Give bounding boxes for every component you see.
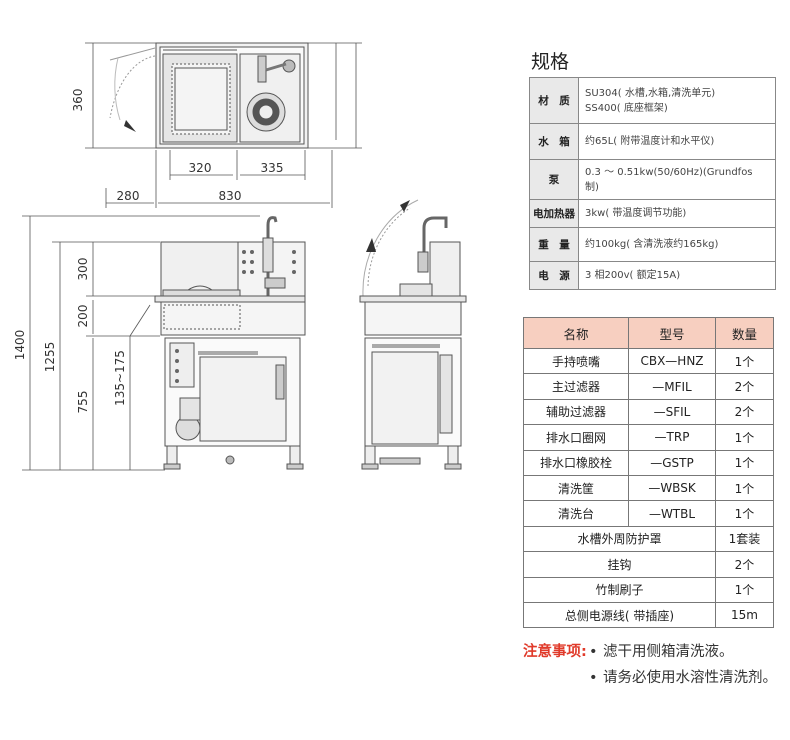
- spec-value-line: SU304( 水槽,水箱,清洗单元): [585, 87, 716, 99]
- table-cell: 1个: [715, 449, 774, 476]
- spec-value: SU304( 水槽,水箱,清洗单元) SS400( 底座框架): [578, 77, 776, 124]
- spec-key: 水 箱: [529, 123, 579, 160]
- spec-row: 电加热器 3kw( 带温度调节功能): [529, 199, 776, 228]
- spec-value: 约100kg( 含清洗液约165kg): [578, 227, 776, 262]
- spec-key: 电 源: [529, 261, 579, 290]
- table-cell: CBX—HNZ: [628, 347, 716, 375]
- table-cell: 手持喷嘴: [523, 347, 629, 375]
- table-cell: 辅助过滤器: [523, 398, 629, 426]
- parts-header-cell: 数量: [715, 317, 774, 349]
- note-item: •滤干用侧箱清洗液。: [589, 644, 734, 660]
- side-view: [359, 199, 467, 470]
- spec-value-line: 0.3 ～ 0.51kw(50/60Hz)(Grundfos: [585, 166, 753, 178]
- top-view: [109, 42, 309, 149]
- spec-value-line: 约65L( 附带温度计和水平仪): [585, 136, 715, 147]
- table-cell: —WBSK: [628, 474, 716, 502]
- parts-header-row: 名称型号数量: [523, 317, 774, 349]
- table-cell: 竹制刷子: [523, 576, 716, 603]
- table-cell: 排水口圈网: [523, 424, 629, 451]
- dim-1255: 1255: [43, 342, 57, 373]
- table-cell: 2个: [715, 398, 774, 426]
- table-cell: 15m: [715, 601, 774, 629]
- dim-300: 300: [76, 258, 90, 281]
- spec-row: 重 量约100kg( 含清洗液约165kg): [529, 227, 776, 262]
- dim-200: 200: [76, 305, 90, 328]
- spec-value-line: SS400( 底座框架): [585, 102, 668, 114]
- table-cell: 2个: [715, 551, 774, 578]
- table-cell: 水槽外周防护罩: [523, 525, 716, 553]
- notes-label: 注意事项:: [523, 644, 587, 660]
- table-cell: 1个: [715, 424, 774, 451]
- spec-value-line: 3 相200v( 额定15A): [585, 270, 681, 281]
- front-view: [154, 216, 306, 470]
- table-cell: 清洗筐: [523, 474, 629, 502]
- table-cell: 挂钩: [523, 551, 716, 578]
- spec-value: 3kw( 带温度调节功能): [578, 199, 776, 228]
- table-cell: —TRP: [628, 424, 716, 451]
- spec-table: 材 质 SU304( 水槽,水箱,清洗单元) SS400( 底座框架) 水 箱约65L…: [529, 77, 776, 290]
- dim-135-175: 135~175: [113, 350, 127, 406]
- spec-row: 水 箱约65L( 附带温度计和水平仪): [529, 123, 776, 160]
- table-cell: 1个: [715, 500, 774, 527]
- dim-1400: 1400: [13, 330, 27, 361]
- spec-value-line: 3kw( 带温度调节功能): [585, 208, 687, 219]
- note-item: •请务必使用水溶性清洗剂。: [589, 670, 777, 686]
- spec-row: 电 源 3 相200v( 额定15A): [529, 261, 776, 290]
- parts-header-cell: 型号: [628, 317, 716, 349]
- dim-335: 335: [261, 161, 284, 175]
- spec-value: 0.3 ～ 0.51kw(50/60Hz)(Grundfos 制): [578, 159, 776, 200]
- table-cell: 总侧电源线( 带插座): [523, 601, 716, 629]
- spec-value-line: 约100kg( 含清洗液约165kg): [585, 239, 719, 250]
- parts-header-cell: 名称: [523, 317, 629, 349]
- table-cell: —WTBL: [628, 500, 716, 527]
- table-cell: 主过滤器: [523, 373, 629, 400]
- spec-title: 规格: [531, 51, 570, 73]
- table-cell: 清洗台: [523, 500, 629, 527]
- table-cell: 1个: [715, 576, 774, 603]
- table-cell: —MFIL: [628, 373, 716, 400]
- dim-280: 280: [117, 189, 140, 203]
- dim-755: 755: [76, 391, 90, 414]
- spec-key: 重 量: [529, 227, 579, 262]
- table-row: 总侧电源线( 带插座)15m: [523, 601, 774, 629]
- table-cell: 1个: [715, 474, 774, 502]
- spec-row: 材 质 SU304( 水槽,水箱,清洗单元) SS400( 底座框架): [529, 77, 776, 124]
- dim-360: 360: [71, 89, 85, 112]
- dim-320: 320: [189, 161, 212, 175]
- table-cell: 1个: [715, 347, 774, 375]
- spec-value-line: 制): [585, 181, 599, 193]
- spec-key: 电加热器: [529, 199, 579, 228]
- technical-drawing: 360 320 335 280 830: [0, 0, 515, 480]
- table-cell: 1套装: [715, 525, 774, 553]
- table-cell: —SFIL: [628, 398, 716, 426]
- dim-830: 830: [219, 189, 242, 203]
- table-cell: —GSTP: [628, 449, 716, 476]
- table-cell: 2个: [715, 373, 774, 400]
- spec-key: 材 质: [529, 77, 579, 124]
- spec-value: 约65L( 附带温度计和水平仪): [578, 123, 776, 160]
- table-cell: 排水口橡胶栓: [523, 449, 629, 476]
- spec-key: 泵: [529, 159, 579, 200]
- spec-value: 3 相200v( 额定15A): [578, 261, 776, 290]
- spec-row: 泵 0.3 ～ 0.51kw(50/60Hz)(Grundfos 制): [529, 159, 776, 200]
